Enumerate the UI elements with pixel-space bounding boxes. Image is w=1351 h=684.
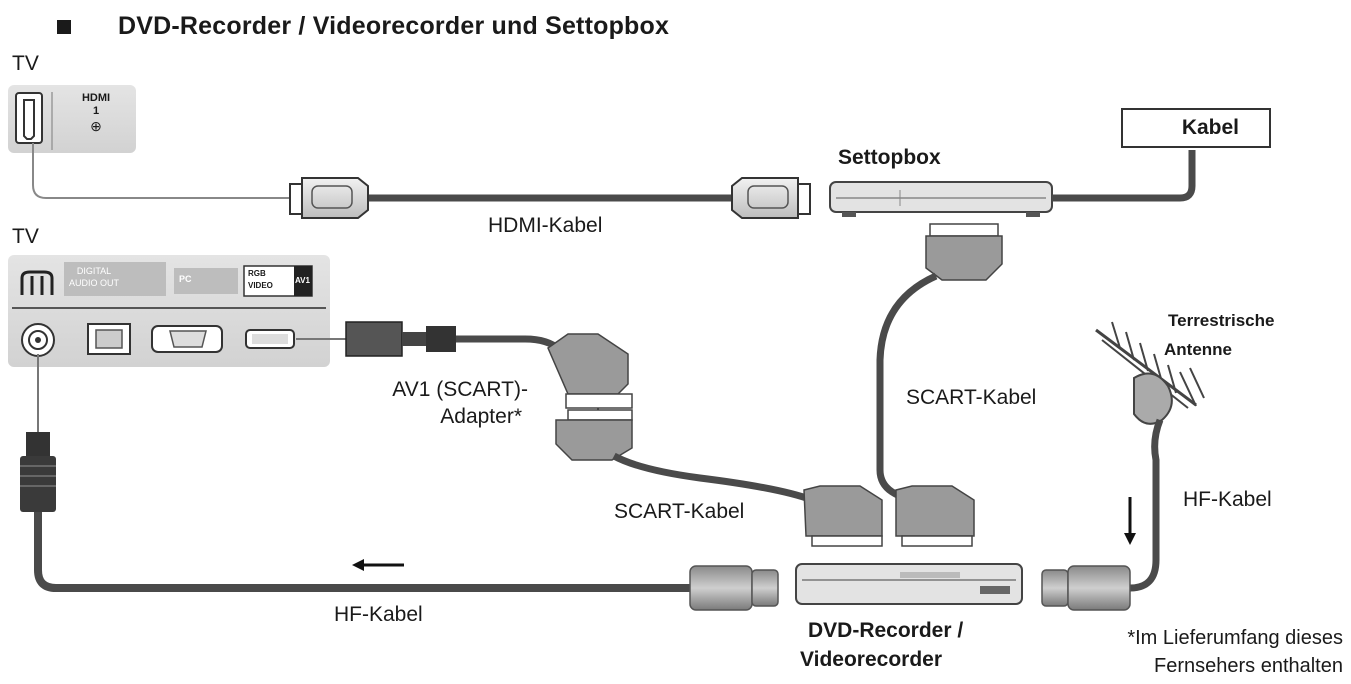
arrow-left-icon: [352, 559, 404, 571]
headphone-icon: [20, 270, 54, 295]
hf-cable-tv: [20, 354, 700, 592]
scart-cable-right: [876, 223, 1003, 547]
terrestrial-label-line2: Antenne: [1164, 340, 1232, 359]
dvd-recorder-label-line2: Videorecorder: [800, 648, 943, 671]
page-title: DVD-Recorder / Videorecorder und Settopb…: [118, 12, 670, 40]
dvd-recorder-label-line1: DVD-Recorder /: [808, 619, 964, 642]
hdmi-plug-right: [731, 177, 811, 219]
footnote-line2: Fernsehers enthalten: [1153, 655, 1343, 677]
antenna-icon: [1095, 321, 1205, 592]
pc-tag: PC: [179, 274, 192, 284]
kabel-box: Kabel: [1121, 108, 1271, 148]
hdmi-plug-left: [289, 177, 369, 219]
hf-cable-right-label: HF-Kabel: [1183, 488, 1272, 511]
video-label: VIDEO: [248, 281, 273, 290]
hdmi-port-number: 1: [92, 105, 100, 117]
antenna-socket-icon: [21, 323, 55, 357]
hdmi-cable-label: HDMI-Kabel: [488, 214, 603, 237]
av1-tag: AV1: [295, 276, 310, 285]
tv-bottom-label: TV: [12, 225, 39, 248]
adapter-label-line1: AV1 (SCART)-: [392, 378, 528, 401]
settopbox-device: [829, 150, 1196, 217]
hf-cable-bottom-label: HF-Kabel: [334, 603, 423, 626]
hf-plug-right: [1041, 565, 1131, 611]
hdmi-cable: [32, 143, 811, 219]
scart-cable-left-label: SCART-Kabel: [614, 500, 745, 523]
av1-mini-socket-icon: [245, 329, 295, 349]
dvd-recorder-device: [795, 563, 1023, 605]
vga-socket-icon: [151, 325, 223, 353]
arrow-down-icon: [1124, 497, 1136, 545]
hdmi-port-icon: [15, 92, 43, 144]
adapter-label-line2: Adapter*: [440, 405, 522, 428]
hdmi-input-symbol: ⊕: [90, 118, 102, 134]
scart-cable-right-label: SCART-Kabel: [906, 386, 1037, 409]
hdmi-port-name: HDMI: [81, 92, 111, 104]
scart-cable-left: [612, 452, 883, 547]
scart-plug-adapter-top: [547, 333, 633, 416]
settopbox-label: Settopbox: [838, 146, 941, 169]
digital-audio-label-1: DIGITAL: [76, 266, 112, 276]
terrestrial-label-line1: Terrestrische: [1168, 311, 1275, 330]
tv-top-label: TV: [12, 52, 39, 75]
optical-socket-icon: [87, 323, 131, 355]
scart-adapter: [296, 321, 563, 357]
heading-bullet: [57, 20, 71, 34]
hf-plug-left: [689, 565, 779, 611]
scart-plug-adapter-bottom: [555, 409, 633, 461]
footnote-line1: *Im Lieferumfang dieses: [1127, 627, 1343, 649]
rgb-label: RGB: [248, 269, 266, 278]
digital-audio-label-2: AUDIO OUT: [68, 278, 119, 288]
